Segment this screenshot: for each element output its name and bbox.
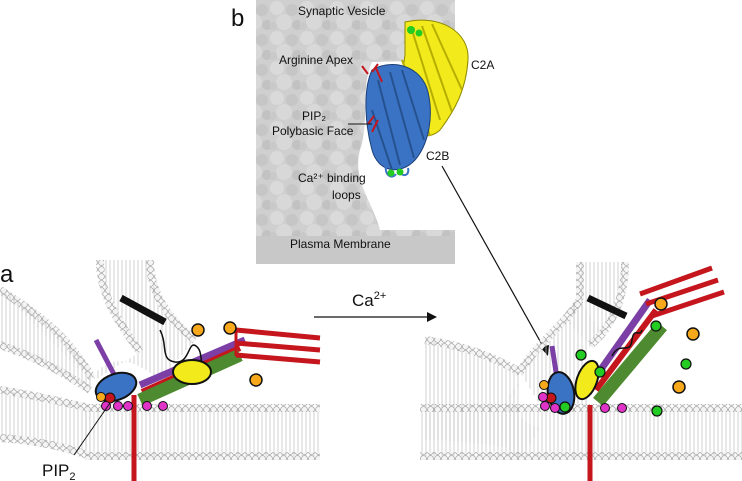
vesicle-membrane-left [0, 259, 198, 394]
calcium-ions-bound-right [559, 320, 692, 417]
calcium-arrow-label: Ca2+ [352, 290, 386, 310]
label-c2a: C2A [471, 58, 494, 72]
pip2-lipids-left [101, 401, 168, 411]
black-tm-helix-right [586, 294, 628, 320]
c2b-domain-ribbon [361, 63, 431, 178]
label-c2b: C2B [426, 149, 449, 163]
label-pip2: PIP₂ [302, 109, 326, 123]
plasma-membrane-right [420, 380, 742, 460]
panel-b-labels: Synaptic Vesicle Arginine Apex C2A PIP₂ … [272, 4, 494, 251]
panel-a-letter: a [0, 261, 14, 288]
pip2-pointer-line [73, 402, 111, 456]
label-synaptic-vesicle: Synaptic Vesicle [298, 4, 386, 18]
c2a-oval-left [172, 359, 212, 385]
plasma-membrane-left [0, 386, 320, 460]
label-arginine-apex: Arginine Apex [279, 53, 353, 67]
c2b-oval-left [94, 371, 138, 403]
pip2-label: PIP2 [42, 461, 76, 481]
label-plasma-membrane: Plasma Membrane [290, 237, 391, 251]
label-polybasic-face: Polybasic Face [272, 124, 354, 138]
calcium-transition-arrow: Ca2+ [314, 290, 437, 322]
panel-a-calcium-bound-state [420, 261, 742, 481]
label-ca-binding-loops-line1: Ca²⁺ binding [298, 171, 366, 185]
pip2-lipids-right [538, 392, 627, 413]
zoom-pointer-arrow [441, 165, 549, 356]
panel-b-letter: b [231, 5, 244, 32]
label-ca-binding-loops-line2: loops [332, 188, 361, 202]
panel-b: b Synaptic Vesicle Arginine Apex C2A [231, 0, 549, 356]
panel-a: a [0, 259, 321, 481]
calcium-ions-unbound-left [191, 321, 263, 387]
calcium-ions-orange-right [654, 297, 700, 394]
black-tm-helix-left [119, 294, 167, 326]
synaptotagmin-left [94, 329, 212, 404]
c2a-oval-right [574, 359, 600, 401]
